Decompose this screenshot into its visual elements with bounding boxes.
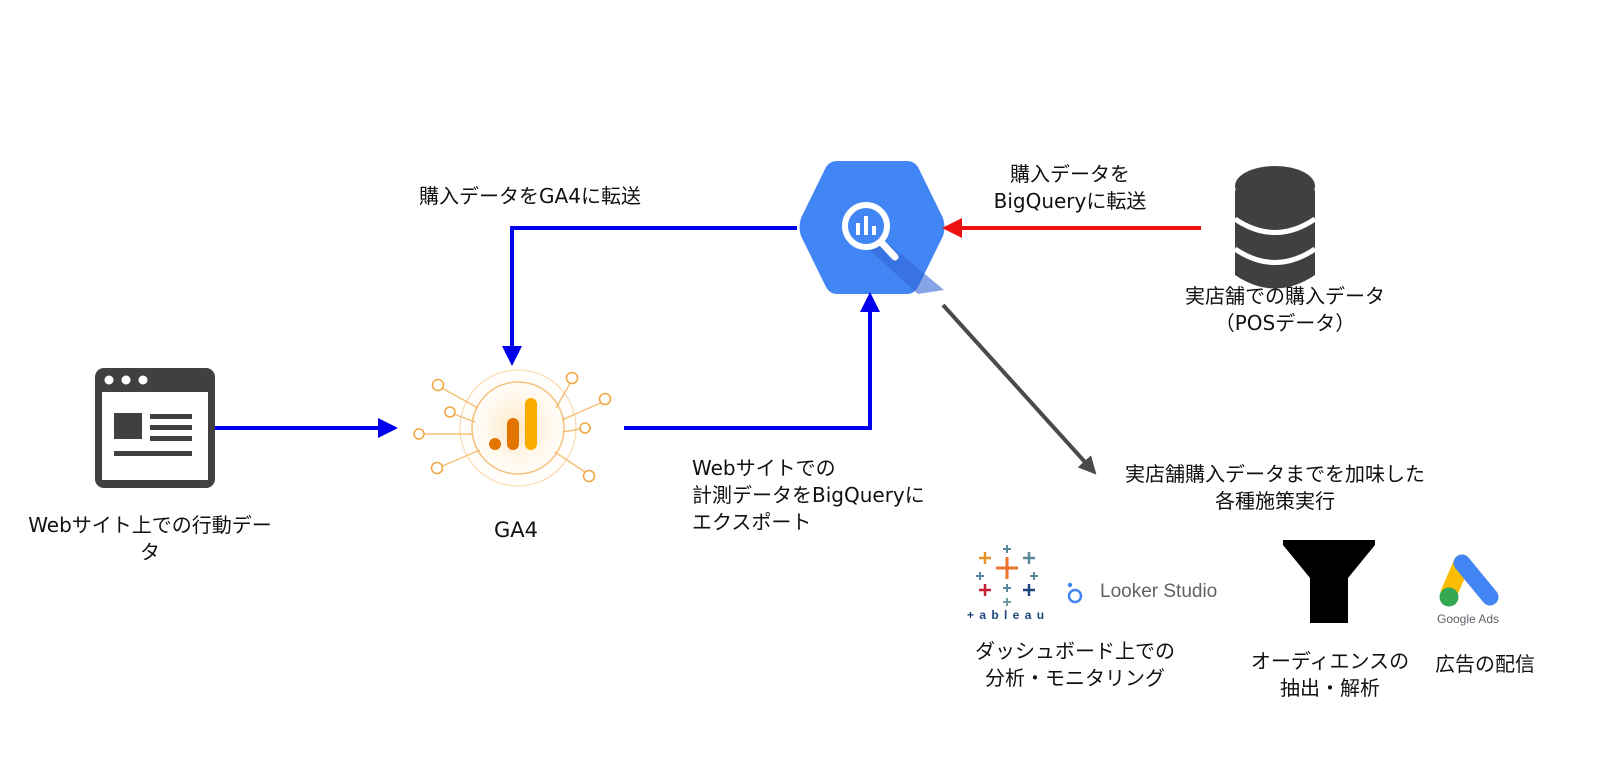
- ga4-to-bigquery-arrow: [624, 292, 880, 430]
- bigquery-to-ga4-arrow: [502, 226, 797, 366]
- dashboard-label: ダッシュボード上での 分析・モニタリング: [975, 639, 1175, 690]
- bigquery-to-actions-arrow: [941, 303, 1097, 475]
- actions-heading: 実店舗購入データまでを加味した 各種施策実行: [1125, 462, 1425, 513]
- pos-to-bigquery-label: 購入データを BigQueryに転送: [993, 162, 1147, 213]
- funnel-icon: [1283, 540, 1375, 623]
- bigquery-icon: [799, 161, 945, 294]
- ads-label: 広告の配信: [1435, 652, 1535, 676]
- ga4-label: GA4: [494, 518, 538, 542]
- audience-label: オーディエンスの 抽出・解析: [1250, 649, 1410, 700]
- website-label: Webサイト上での行動データ: [28, 513, 272, 564]
- looker-studio-wordmark: Looker Studio: [1100, 581, 1218, 602]
- ga4-to-bigquery-label: Webサイトでの 計測データをBigQueryに エクスポート: [692, 456, 925, 534]
- database-icon: [1233, 166, 1317, 289]
- google-ads-wordmark: Google Ads: [1437, 612, 1500, 626]
- browser-window-icon: [95, 368, 215, 488]
- tableau-wordmark: + a b l e a u: [967, 608, 1046, 622]
- looker-studio-icon: [1067, 582, 1083, 604]
- pos-label: 実店舗での購入データ （POSデータ）: [1185, 284, 1385, 335]
- tableau-logo: [976, 545, 1038, 606]
- ga4-icon: [413, 358, 612, 498]
- google-ads-icon: [1439, 554, 1499, 607]
- bigquery-to-ga4-label: 購入データをGA4に転送: [419, 184, 641, 208]
